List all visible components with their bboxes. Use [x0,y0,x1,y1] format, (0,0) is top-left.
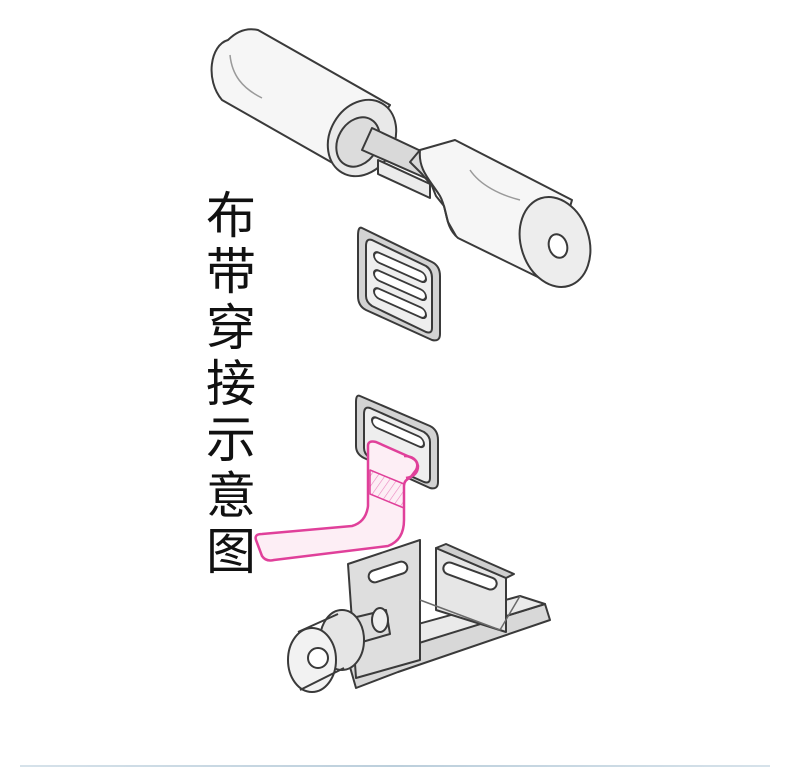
caption-char: 示 [206,411,256,469]
caption-char: 带 [206,243,256,301]
caption-char: 接 [206,355,256,413]
roller-tube [210,28,592,288]
mounting-bracket [347,539,551,689]
diagram-caption: 布带穿接示意图布带穿接示意图 [196,188,266,580]
bracket-knob [287,607,391,693]
caption-char: 意 [206,467,256,525]
caption-char: 穿 [206,299,256,357]
caption-char: 图 [206,523,256,581]
bottom-divider [20,765,770,767]
caption-char: 布 [206,187,256,245]
slotted-buckle-plate [357,226,441,342]
fabric-strap [254,440,420,562]
